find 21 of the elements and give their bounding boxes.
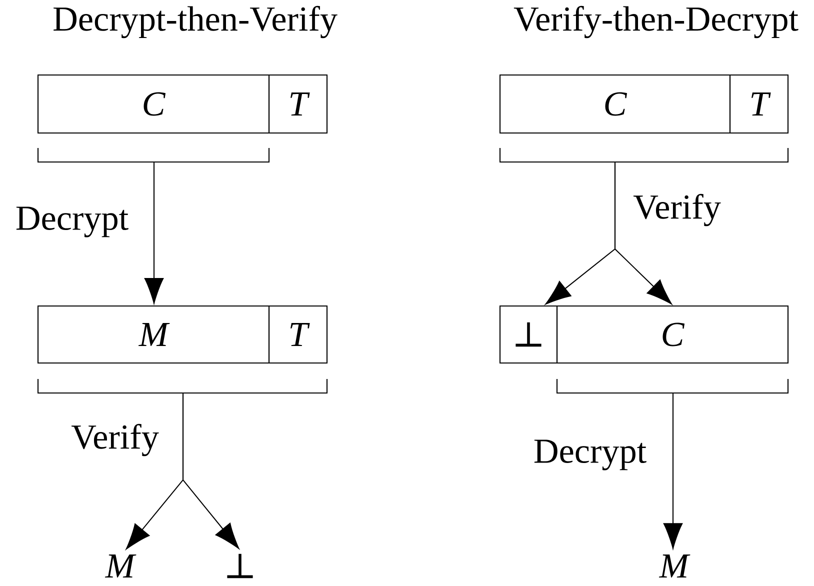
- edge-label: Decrypt: [532, 438, 648, 472]
- field-box: M: [37, 305, 270, 364]
- arrow: [182, 394, 240, 549]
- arrow: [614, 162, 672, 304]
- edge-label: Verify: [631, 192, 723, 228]
- field-box: T: [268, 305, 328, 364]
- field-box: C: [37, 74, 270, 134]
- edge-label: Verify: [69, 422, 161, 458]
- heading: Verify-then-Decrypt: [514, 6, 798, 38]
- field-box: T: [729, 74, 789, 134]
- output-symbol: M: [104, 554, 136, 578]
- field-box: T: [268, 74, 328, 134]
- heading: Decrypt-then-Verify: [54, 6, 338, 38]
- edge-label: Decrypt: [14, 204, 130, 240]
- arrow: [144, 162, 164, 304]
- output-symbol: ⊥: [227, 554, 253, 578]
- field-box: ⊥: [499, 305, 558, 364]
- output-symbol: M: [658, 554, 690, 578]
- field-box: C: [499, 74, 731, 134]
- arrow: [663, 394, 683, 549]
- field-box: C: [556, 305, 789, 364]
